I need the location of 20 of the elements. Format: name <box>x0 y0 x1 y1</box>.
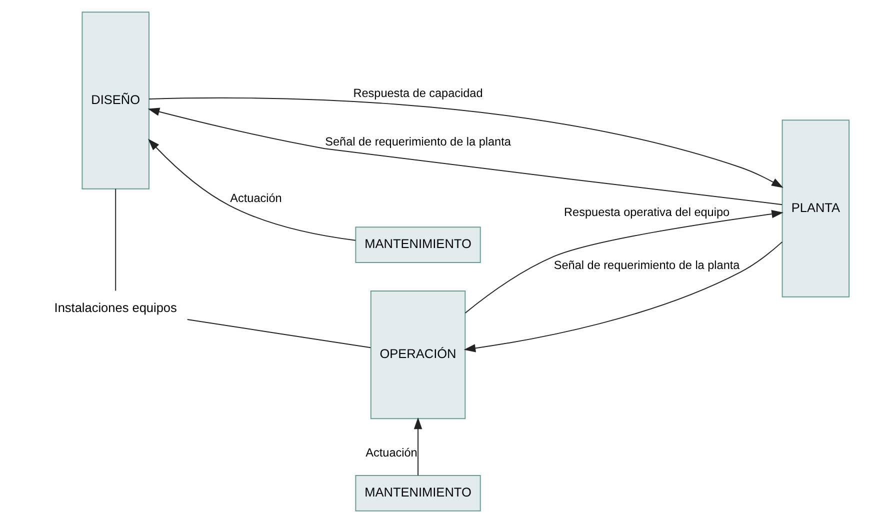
node-box: MANTENIMIENTO <box>355 226 481 263</box>
arrow <box>464 241 783 352</box>
edge-label: Señal de requerimiento de la planta <box>554 258 740 272</box>
arrow <box>414 417 422 476</box>
edge-label: Actuación <box>366 446 418 460</box>
node-box: PLANTA <box>782 120 850 298</box>
node-text: Instalaciones equipos <box>54 300 177 315</box>
arrow <box>464 210 784 314</box>
node-box: DISEÑO <box>82 12 150 190</box>
connector <box>115 188 116 292</box>
edge-label: Respuesta operativa del equipo <box>564 206 730 219</box>
node-box: MANTENIMIENTO <box>355 475 481 512</box>
edge-label: Respuesta de capacidad <box>353 87 483 100</box>
arrow <box>148 138 356 241</box>
arrow <box>148 97 784 188</box>
connector <box>186 319 372 348</box>
arrow <box>148 108 783 206</box>
edge-label: Señal de requerimiento de la planta <box>325 135 511 148</box>
node-box: OPERACIÓN <box>370 290 466 420</box>
edge-label: Actuación <box>230 192 282 206</box>
